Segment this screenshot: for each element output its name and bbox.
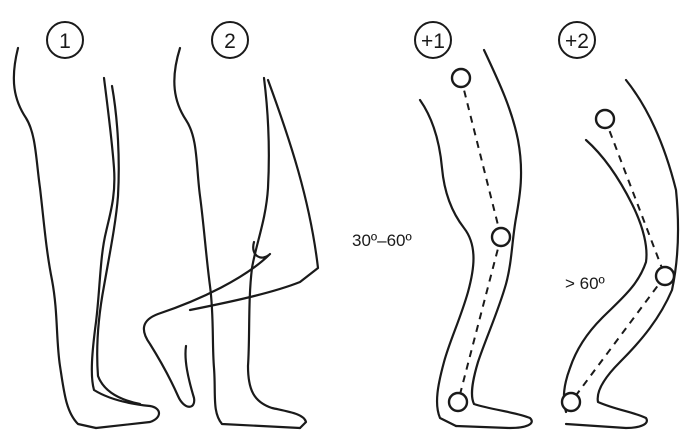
stage-2-standing-leg-front xyxy=(248,78,306,428)
stage-2-label: 2 xyxy=(224,30,236,53)
stage-2-leg-back-outline xyxy=(174,48,300,428)
stage-plus1-knee-marker xyxy=(492,228,510,246)
stage-plus1-hip-marker xyxy=(452,69,470,87)
stage-1-leg-back-outline xyxy=(14,48,96,428)
stage-plus2-figure: +2 > 60º xyxy=(559,22,678,428)
stage-plus1-femur-axis xyxy=(461,78,501,237)
stage-plus1-ankle-marker xyxy=(449,393,467,411)
stage-plus2-ankle-marker xyxy=(562,393,580,411)
stage-1-label: 1 xyxy=(59,30,71,53)
stage-plus2-label: +2 xyxy=(565,30,589,53)
stage-plus1-label: +1 xyxy=(421,30,445,53)
stage-1-figure: 1 xyxy=(14,22,159,428)
stage-plus1-angle-label: 30º–60º xyxy=(352,231,412,250)
stage-plus2-femur-axis xyxy=(605,119,665,276)
stage-plus2-angle-label: > 60º xyxy=(565,274,605,293)
stage-plus1-figure: +1 30º–60º xyxy=(352,22,532,428)
stage-plus2-knee-marker xyxy=(656,267,674,285)
stage-plus2-leg-front-outline xyxy=(566,80,678,428)
stage-2-figure: 2 xyxy=(144,22,318,428)
stage-1-leg-front-outline xyxy=(92,78,159,428)
stage-plus2-hip-marker xyxy=(596,110,614,128)
